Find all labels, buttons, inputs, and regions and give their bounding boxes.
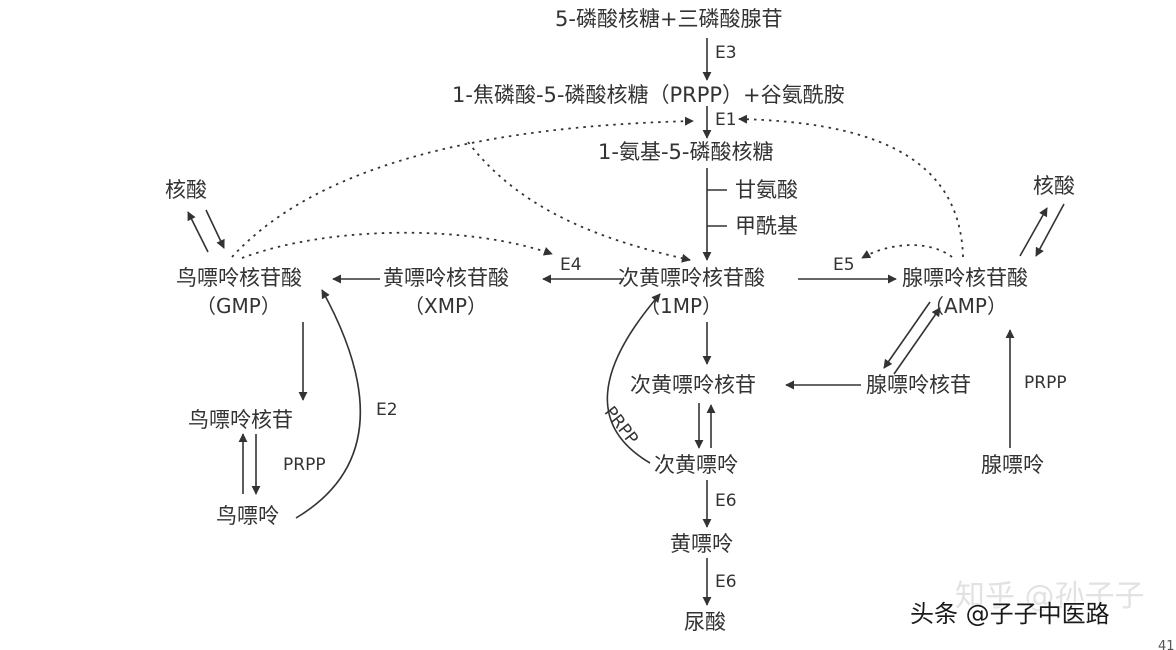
arrow-gmp-to-nucleic xyxy=(187,211,209,253)
node-amp-abbr: （AMP） xyxy=(924,294,1007,318)
node-amp-name: 腺嘌呤核苷酸 xyxy=(902,266,1028,290)
node-ribose5p-atp: 5-磷酸核糖+三磷酸腺苷 xyxy=(555,7,783,31)
node-imp-abbr: （1MP） xyxy=(640,294,723,318)
edge-label-e4: E4 xyxy=(560,255,582,275)
node-gmp-abbr: （GMP） xyxy=(196,294,281,318)
arrow-guanine-to-gmp xyxy=(295,289,362,519)
node-inosine: 次黄嘌呤核苷 xyxy=(630,373,756,397)
arrow-nucleic-to-amp xyxy=(1035,203,1065,257)
edge-label-e3: E3 xyxy=(715,43,737,63)
arrow-amp-to-nucleic xyxy=(1019,207,1048,257)
watermark-corner: 41 xyxy=(1158,639,1175,650)
edge-label-prpp-right: PRPP xyxy=(1024,373,1067,393)
feedback-gmp-branch-to-imp xyxy=(467,141,691,263)
arrow-amp-to-adenosine xyxy=(883,301,931,369)
node-amino-ribose5p: 1-氨基-5-磷酸核糖 xyxy=(598,140,774,164)
feedback-amp-to-e1 xyxy=(738,114,964,258)
node-nucleic-acid-right: 核酸 xyxy=(1033,174,1075,198)
feedback-amp-to-e5 xyxy=(861,244,953,259)
node-xanthine: 黄嘌呤 xyxy=(670,532,733,556)
watermark-site: 知乎 @孙子子 xyxy=(955,579,1145,614)
node-guanosine: 鸟嘌呤核苷 xyxy=(188,408,293,432)
feedback-gmp-to-e4 xyxy=(241,231,553,259)
arrow-nucleic-to-gmp xyxy=(205,209,225,249)
node-glycine: 甘氨酸 xyxy=(735,178,798,202)
edge-label-e6-a: E6 xyxy=(715,491,737,511)
node-imp-name: 次黄嘌呤核苷酸 xyxy=(618,266,765,290)
edge-label-prpp-left: PRPP xyxy=(283,455,326,475)
node-xmp-abbr: （XMP） xyxy=(404,294,488,318)
edge-label-e2: E2 xyxy=(376,400,398,420)
arrow-hypoxanthine-to-imp xyxy=(606,293,661,464)
node-hypoxanthine: 次黄嘌呤 xyxy=(654,453,738,477)
edge-label-e5: E5 xyxy=(833,255,855,275)
node-gmp-name: 鸟嘌呤核苷酸 xyxy=(176,266,302,290)
node-xmp-name: 黄嘌呤核苷酸 xyxy=(383,266,509,290)
node-formyl: 甲酰基 xyxy=(735,214,798,238)
arrow-adenosine-to-amp xyxy=(893,307,941,375)
node-uric-acid: 尿酸 xyxy=(684,610,726,634)
edge-label-e1: E1 xyxy=(715,110,737,130)
node-prpp-glutamine: 1-焦磷酸-5-磷酸核糖（PRPP）+谷氨酰胺 xyxy=(452,83,845,107)
edge-label-e6-b: E6 xyxy=(715,572,737,592)
node-nucleic-acid-left: 核酸 xyxy=(165,178,207,202)
node-adenine: 腺嘌呤 xyxy=(981,453,1044,477)
watermark-credit: 头条 @子子中医路 xyxy=(910,600,1110,628)
node-guanine: 鸟嘌呤 xyxy=(216,504,279,528)
node-adenosine: 腺嘌呤核苷 xyxy=(866,373,971,397)
feedback-gmp-to-e1 xyxy=(231,116,694,258)
